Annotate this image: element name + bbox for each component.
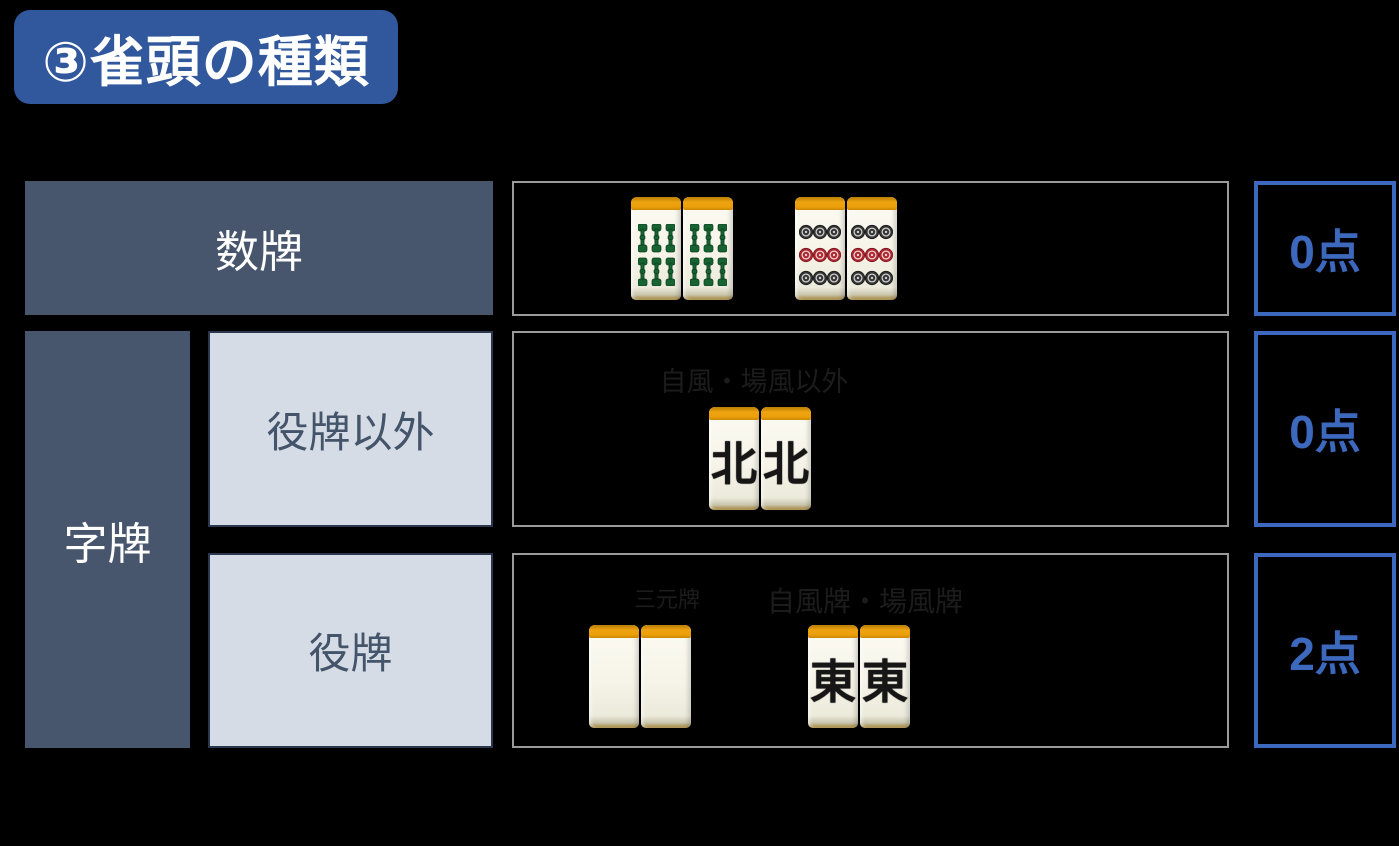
mahjong-tile-circles-9 <box>795 197 845 300</box>
col-header-jihai: 字牌 <box>25 331 190 748</box>
mahjong-tile-north-wind: 北 <box>709 407 759 510</box>
caption-non-yakuhai: 自風・場風以外 <box>659 367 849 397</box>
page-title: ③雀頭の種類 <box>42 31 370 93</box>
row-header-non-yakuhai: 役牌以外 <box>208 331 493 527</box>
pair-east-wind: 東 東 <box>808 625 910 728</box>
mahjong-tile-bamboo-6 <box>683 197 733 300</box>
col-header-jihai-label: 字牌 <box>63 519 152 569</box>
row-header-yakuhai: 役牌 <box>208 553 493 748</box>
caption-winds: 自風牌・場風牌 <box>766 586 963 617</box>
pair-north-wind: 北 北 <box>709 407 811 510</box>
circles-9-icon <box>851 224 893 286</box>
mahjong-tile-north-wind: 北 <box>761 407 811 510</box>
pair-white-dragon <box>589 625 691 728</box>
pair-circles-9 <box>795 197 897 300</box>
score-yakuhai: 2点 <box>1289 627 1361 680</box>
pair-bamboo-6 <box>631 197 733 300</box>
tile-area-yakuhai: 三元牌 自風牌・場風牌 東 東 <box>512 553 1229 748</box>
tile-area-non-yakuhai: 自風・場風以外 北 北 <box>512 331 1229 527</box>
bamboo-6-icon <box>637 224 675 286</box>
east-wind-glyph: 東 <box>810 657 856 708</box>
mahjong-tile-east-wind: 東 <box>808 625 858 728</box>
title-badge: ③雀頭の種類 <box>14 10 398 104</box>
north-wind-glyph: 北 <box>763 439 809 490</box>
mahjong-tile-white-dragon <box>641 625 691 728</box>
bamboo-6-icon <box>689 224 727 286</box>
row-header-yakuhai-label: 役牌 <box>308 630 393 677</box>
tile-area-suhai <box>512 181 1229 316</box>
circles-9-icon <box>799 224 841 286</box>
mahjong-tile-east-wind: 東 <box>860 625 910 728</box>
row-header-suhai: 数牌 <box>25 181 493 315</box>
score-suhai: 0点 <box>1289 225 1361 278</box>
row-header-non-yakuhai-label: 役牌以外 <box>266 408 435 456</box>
row-header-suhai-label: 数牌 <box>215 228 303 277</box>
north-wind-glyph: 北 <box>711 439 757 490</box>
score-box-suhai: 0点 <box>1254 181 1396 316</box>
mahjong-tile-white-dragon <box>589 625 639 728</box>
east-wind-glyph: 東 <box>862 657 908 708</box>
mahjong-tile-bamboo-6 <box>631 197 681 300</box>
score-box-non-yakuhai: 0点 <box>1254 331 1396 527</box>
caption-dragons: 三元牌 <box>633 587 700 612</box>
score-box-yakuhai: 2点 <box>1254 553 1396 748</box>
mahjong-tile-circles-9 <box>847 197 897 300</box>
score-non-yakuhai: 0点 <box>1289 406 1361 458</box>
